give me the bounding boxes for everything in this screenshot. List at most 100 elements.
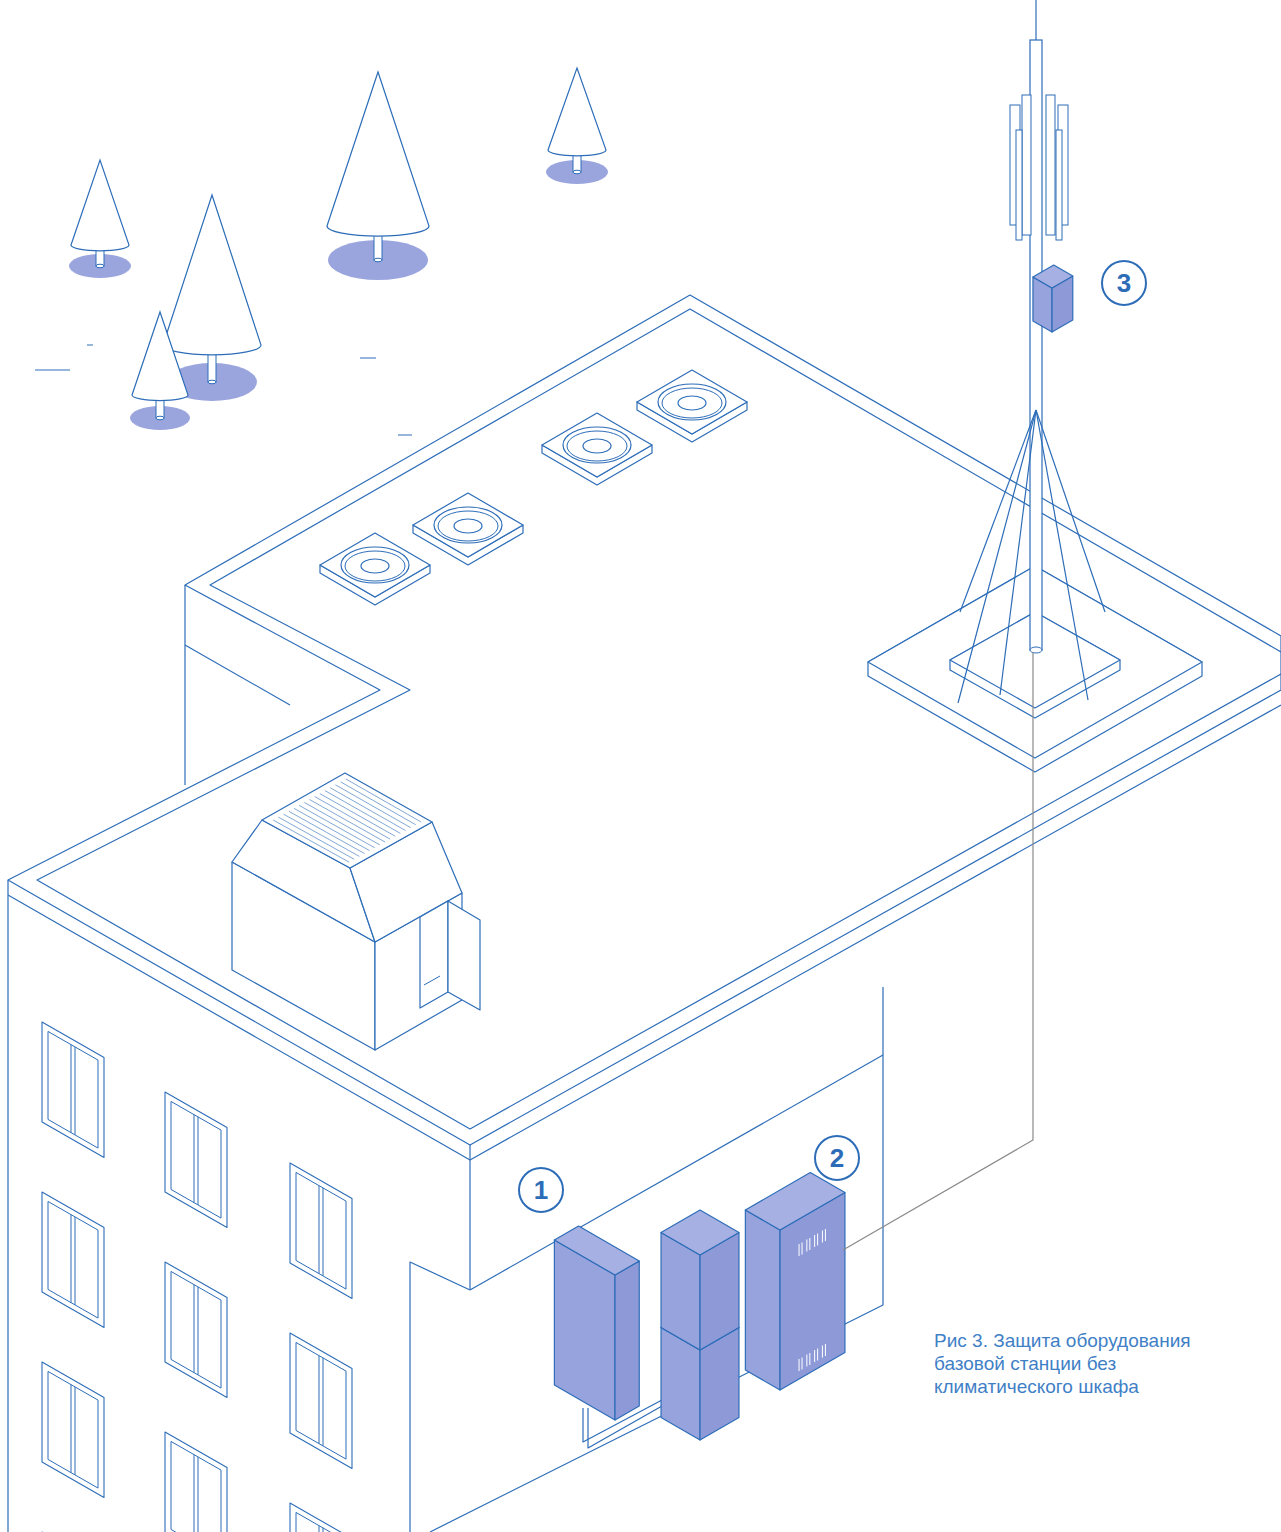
wall-line xyxy=(185,645,290,705)
hut-door-step xyxy=(424,976,440,985)
guy-wire xyxy=(960,410,1036,612)
hut-door xyxy=(448,901,480,1010)
tree-trunk-end xyxy=(208,380,216,384)
tree-crown xyxy=(327,72,429,236)
vent-top xyxy=(413,493,523,557)
window-mullion xyxy=(194,1285,195,1373)
vent-fan xyxy=(341,547,409,583)
window-mullion xyxy=(198,1287,199,1375)
window-mullion xyxy=(194,1115,195,1203)
vent-top xyxy=(320,533,430,597)
cabinet-vent xyxy=(814,1350,815,1362)
hut-grille xyxy=(341,782,416,825)
hut-grille xyxy=(346,779,421,822)
figure-caption: Рис 3. Защита оборудования базовой станц… xyxy=(934,1330,1224,1398)
wall-edge xyxy=(469,1145,470,1290)
hut-grille xyxy=(284,814,360,856)
base-station-cabinet xyxy=(745,1173,845,1231)
cabinet-vent xyxy=(822,1346,823,1358)
callout-circle: 1 xyxy=(518,1167,564,1213)
ground-dash xyxy=(360,358,376,359)
vent-top xyxy=(542,413,652,477)
cabinet-vent xyxy=(802,1358,803,1370)
vent-fan xyxy=(567,431,627,461)
vent-fan xyxy=(662,388,722,418)
window-mullion xyxy=(75,1217,76,1305)
window-mullion xyxy=(71,1215,72,1303)
vent-fan xyxy=(345,551,405,581)
window-frame xyxy=(165,1092,227,1228)
hut-grille xyxy=(289,811,365,853)
equipment-cabinet xyxy=(661,1210,739,1255)
hut-grille xyxy=(278,817,354,859)
hut-grille xyxy=(330,788,405,831)
hut-grille xyxy=(294,808,370,850)
window-mullion xyxy=(323,1528,324,1532)
window-pane xyxy=(171,1101,221,1218)
window-frame xyxy=(290,1333,352,1469)
tree-trunk-end xyxy=(374,258,382,262)
callout-circle: 3 xyxy=(1101,260,1147,306)
window-pane xyxy=(296,1512,346,1532)
window-pane xyxy=(171,1271,221,1388)
window-pane xyxy=(296,1172,346,1289)
cabinet-vent xyxy=(822,1231,823,1243)
wall-edge xyxy=(184,585,185,785)
window-frame xyxy=(290,1163,352,1299)
hut-grille xyxy=(315,797,390,840)
cabinet-vent xyxy=(809,1238,810,1250)
cabinet-vent xyxy=(825,1344,826,1356)
mast-foot xyxy=(1030,647,1042,653)
callout-circle: 2 xyxy=(814,1135,860,1181)
vent-fan xyxy=(434,507,502,543)
hut-grille xyxy=(299,805,375,847)
mast-tip xyxy=(1035,0,1036,40)
tree-crown xyxy=(132,312,188,401)
cabinet-vent xyxy=(817,1349,818,1361)
antenna-panel xyxy=(1022,95,1031,235)
window-pane xyxy=(171,1441,221,1532)
cutaway-edge xyxy=(430,987,883,1532)
window-pane xyxy=(296,1342,346,1459)
window-frame xyxy=(290,1503,352,1532)
mast-pole xyxy=(1030,40,1042,650)
antenna-panel xyxy=(1046,95,1055,235)
vent-top xyxy=(637,370,747,434)
tree-trunk-end xyxy=(573,170,581,174)
window-mullion xyxy=(319,1186,320,1274)
vent-fan xyxy=(563,427,631,463)
window-mullion xyxy=(323,1358,324,1446)
base-station-cabinet xyxy=(745,1210,780,1390)
tree-trunk-end xyxy=(96,264,104,268)
hut-grille xyxy=(335,785,410,828)
tree-crown xyxy=(548,68,606,156)
guy-wire xyxy=(1036,410,1105,612)
window-frame xyxy=(165,1432,227,1532)
window-frame xyxy=(165,1262,227,1398)
guy-wire xyxy=(1036,410,1088,700)
hut-roof-top xyxy=(262,773,432,868)
window-frame xyxy=(42,1192,104,1328)
callout-number: 3 xyxy=(1117,270,1131,296)
window-pane xyxy=(48,1201,98,1318)
vent-fan xyxy=(658,384,726,420)
hut-doorway xyxy=(420,901,448,1008)
hut-grille xyxy=(304,802,380,844)
cabinet-vent xyxy=(825,1229,826,1241)
vent-hub xyxy=(361,559,389,573)
guy-wire xyxy=(1000,410,1036,695)
parapet-edge xyxy=(8,705,1281,1160)
cabinet-vent xyxy=(806,1355,807,1367)
antenna-panel xyxy=(1056,130,1062,240)
tree-trunk-end xyxy=(156,416,164,420)
protection-box xyxy=(554,1226,639,1275)
guy-wire xyxy=(958,410,1036,703)
tree-crown xyxy=(71,160,129,251)
window-mullion xyxy=(198,1117,199,1205)
window-mullion xyxy=(75,1047,76,1135)
hut-grille xyxy=(325,791,400,834)
cabinet-vent xyxy=(799,1359,800,1371)
cabinet-vent xyxy=(809,1353,810,1365)
